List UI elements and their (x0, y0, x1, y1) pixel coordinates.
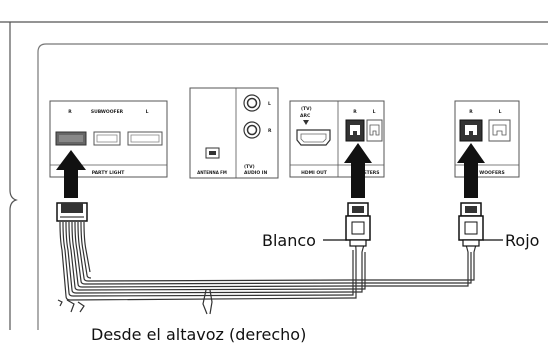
audio-in-label-text: (TV) (244, 164, 255, 170)
antenna-fm-label: ANTENNA FM (197, 170, 227, 175)
red-callout: Rojo (505, 231, 539, 250)
party-light-label: PARTY LIGHT (92, 170, 126, 176)
speaker-l-label: L (146, 109, 149, 115)
tweeters-l-label: L (373, 109, 376, 115)
hdmi-arrow-icon (303, 120, 309, 125)
subwoofer-label: SUBWOOFER (91, 109, 124, 115)
speaker-terminal-block: R SUBWOOFER L PARTY LIGHT (49, 100, 168, 178)
red-connector (458, 202, 484, 247)
antenna-fm-jack (205, 147, 220, 159)
insert-arrows (56, 143, 485, 198)
tweeters-l-port (366, 119, 383, 142)
subwoofer-port (93, 131, 121, 146)
arrow-tweeters-icon (344, 143, 372, 198)
rear-panel (37, 43, 548, 330)
speaker-l-port (127, 131, 163, 146)
audio-in-label-line2: AUDIO IN (244, 170, 267, 176)
arrow-party-light-icon (56, 150, 86, 198)
woofers-l-label: L (499, 109, 502, 115)
party-light-connector (56, 202, 88, 222)
audio-in-r-label: R (268, 128, 272, 134)
hdmi-arc-label: ARC (300, 113, 311, 119)
woofers-block: R L WOOFERS (454, 100, 520, 178)
hdmi-tv-label: (TV) (301, 106, 312, 112)
hdmi-out-label: HDMI OUT (301, 170, 328, 176)
hdmi-tweeters-block: (TV) ARC HDMI OUT R L TWEETERS (289, 100, 385, 178)
arrow-woofers-icon (457, 143, 485, 198)
woofers-label: WOOFERS (479, 170, 504, 176)
hdmi-out-port (296, 129, 331, 146)
white-callout: Blanco (262, 231, 316, 250)
speaker-r-label: R (68, 109, 72, 115)
audio-in-l-jack (243, 94, 261, 112)
audio-in-l-label: L (268, 101, 271, 107)
tweeters-r-label: R (353, 109, 357, 115)
casing-left-edge (9, 22, 18, 330)
white-connector (345, 202, 371, 247)
source-callout: Desde el altavoz (derecho) (91, 325, 306, 344)
audio-in-label: (TV) AUDIO IN (244, 164, 267, 176)
audio-in-r-jack (243, 121, 261, 139)
tweeters-label: TWEETERS (352, 170, 379, 176)
woofers-l-port (488, 119, 511, 142)
antenna-audio-block: ANTENNA FM L R (TV) AUDIO IN (189, 87, 279, 179)
woofers-r-label: R (469, 109, 473, 115)
